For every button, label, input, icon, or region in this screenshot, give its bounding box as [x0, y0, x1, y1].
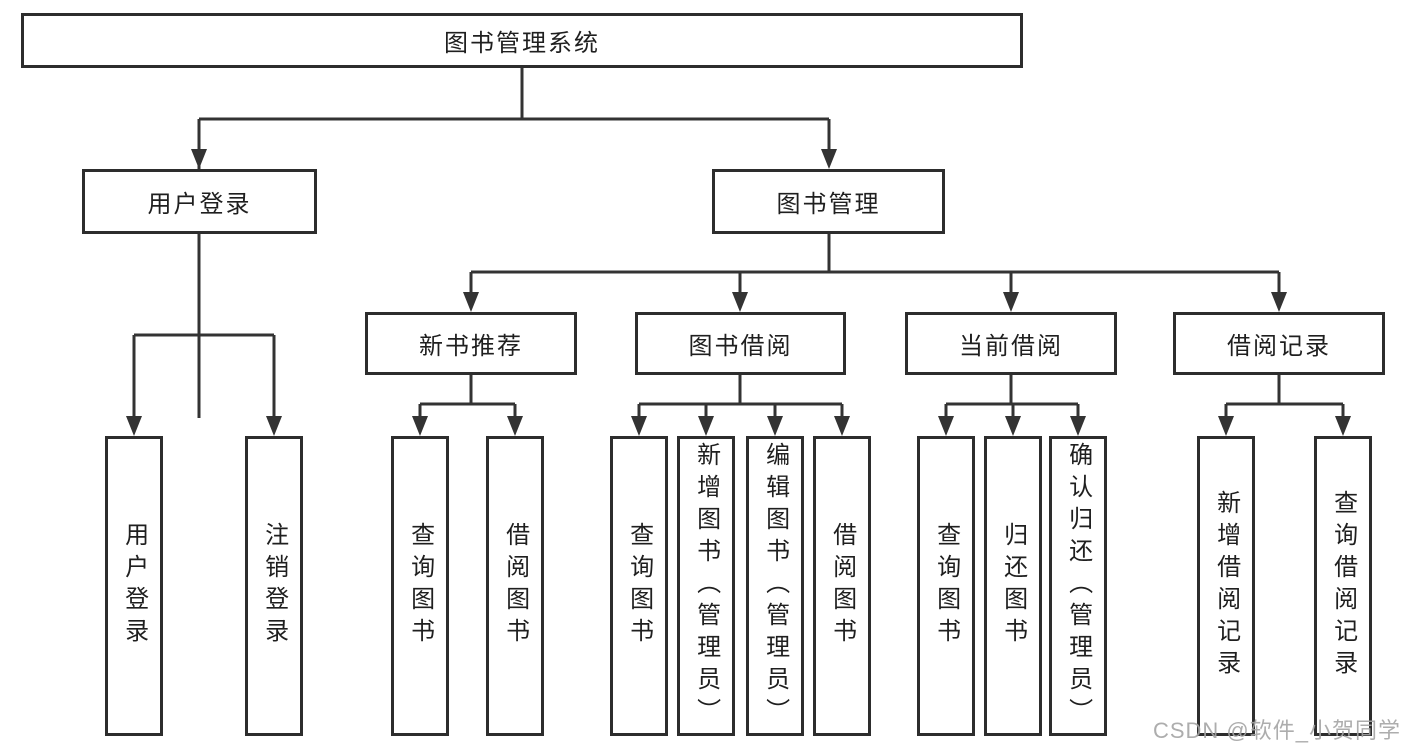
leaf-bb-edit-book-admin: 编辑图书（管理员）: [746, 436, 804, 736]
arrow-leaf-logout: [266, 416, 282, 436]
leaf-nbr-borrow-book: 借阅图书: [486, 436, 544, 736]
leaf-cb-confirm-return-admin-label: 确认归还（管理员）: [1064, 442, 1092, 730]
leaf-bb-add-book-admin-label: 新增图书（管理员）: [692, 442, 720, 730]
arrow-leaf-cb-confirm: [1070, 416, 1086, 436]
arrow-leaf-cb-return: [1005, 416, 1021, 436]
leaf-bb-borrow-book: 借阅图书: [813, 436, 871, 736]
connector-new-book-split: [418, 375, 517, 418]
leaf-bb-query-book: 查询图书: [610, 436, 668, 736]
arrow-leaf-bb-add: [698, 416, 714, 436]
arrow-book-borrow: [732, 292, 748, 312]
leaf-nbr-query-book-label: 查询图书: [406, 522, 434, 650]
csdn-watermark: CSDN @软件_小贺同学: [1152, 718, 1401, 743]
leaf-cb-return-book: 归还图书: [984, 436, 1042, 736]
node-current-borrow: 当前借阅: [905, 312, 1117, 375]
leaf-bb-edit-book-admin-label: 编辑图书（管理员）: [761, 442, 789, 730]
leaf-cb-confirm-return-admin: 确认归还（管理员）: [1049, 436, 1107, 736]
leaf-bb-add-book-admin: 新增图书（管理员）: [677, 436, 735, 736]
connector-book-mgmt-split: [469, 234, 1281, 294]
connector-borrow-records-split: [1224, 375, 1345, 418]
leaf-logout: 注销登录: [245, 436, 303, 736]
leaf-nbr-query-book: 查询图书: [391, 436, 449, 736]
node-book-management-label: 图书管理: [776, 191, 881, 218]
node-user-login-label: 用户登录: [147, 191, 252, 218]
leaf-br-add-record: 新增借阅记录: [1197, 436, 1255, 736]
connector-root-split: [197, 68, 831, 418]
leaf-user-login-label: 用户登录: [120, 522, 148, 650]
arrow-current-borrow: [1003, 292, 1019, 312]
leaf-cb-return-book-label: 归还图书: [999, 522, 1027, 650]
arrow-leaf-bb-query: [631, 416, 647, 436]
arrow-leaf-bb-borrow: [834, 416, 850, 436]
arrow-leaf-br-add: [1218, 416, 1234, 436]
leaf-cb-query-book: 查询图书: [917, 436, 975, 736]
node-new-book-recommend: 新书推荐: [365, 312, 577, 375]
leaf-user-login: 用户登录: [105, 436, 163, 736]
arrow-book-mgmt: [821, 149, 837, 169]
leaf-br-query-record: 查询借阅记录: [1314, 436, 1372, 736]
connector-current-borrow-split: [944, 375, 1080, 418]
leaf-nbr-borrow-book-label: 借阅图书: [501, 522, 529, 650]
arrow-leaf-nbr-borrow: [507, 416, 523, 436]
node-user-login: 用户登录: [82, 169, 317, 234]
node-current-borrow-label: 当前借阅: [959, 333, 1063, 360]
arrow-user-login: [191, 149, 207, 169]
arrow-leaf-bb-edit: [767, 416, 783, 436]
node-borrow-records-label: 借阅记录: [1227, 333, 1331, 360]
arrow-leaf-br-query: [1335, 416, 1351, 436]
leaf-br-add-record-label: 新增借阅记录: [1212, 490, 1240, 682]
leaf-bb-query-book-label: 查询图书: [625, 522, 653, 650]
arrow-leaf-nbr-query: [412, 416, 428, 436]
connector-user-login-split: [132, 234, 276, 418]
arrow-leaf-cb-query: [938, 416, 954, 436]
node-library-system: 图书管理系统: [21, 13, 1023, 68]
node-library-system-label: 图书管理系统: [444, 30, 600, 57]
connector-book-borrow-split: [637, 375, 844, 418]
node-borrow-records: 借阅记录: [1173, 312, 1385, 375]
arrowheads: [126, 149, 1351, 436]
node-book-borrow-label: 图书借阅: [688, 333, 793, 360]
leaf-br-query-record-label: 查询借阅记录: [1329, 490, 1357, 682]
arrow-leaf-user-login: [126, 416, 142, 436]
arrow-new-book: [463, 292, 479, 312]
leaf-logout-label: 注销登录: [260, 522, 288, 650]
leaf-cb-query-book-label: 查询图书: [932, 522, 960, 650]
node-new-book-recommend-label: 新书推荐: [419, 333, 523, 360]
leaf-bb-borrow-book-label: 借阅图书: [828, 522, 856, 650]
node-book-borrow: 图书借阅: [635, 312, 846, 375]
arrow-borrow-records: [1271, 292, 1287, 312]
node-book-management: 图书管理: [712, 169, 945, 234]
